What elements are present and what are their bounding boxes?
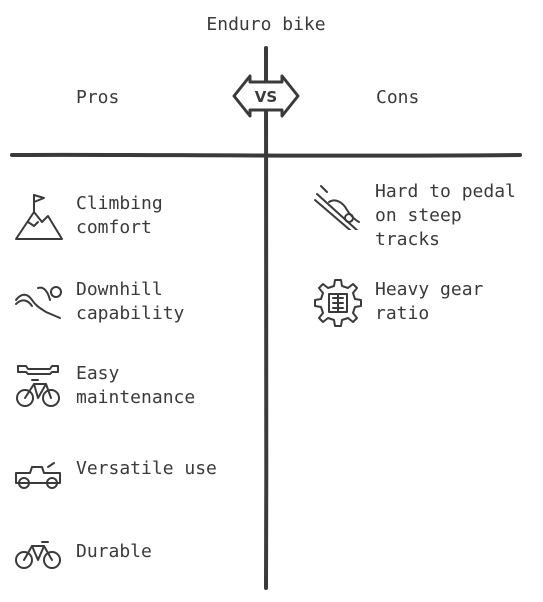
cons-item-heavy-gear: Heavy gear ratio (313, 278, 483, 328)
mountain-flag-icon (14, 192, 64, 242)
cons-item-label: ratio (375, 303, 430, 324)
atv-icon (14, 457, 64, 507)
gear-icon (313, 278, 363, 328)
pros-item-climbing: Climbing comfort (14, 192, 163, 242)
pros-item-label: Climbing (76, 193, 163, 214)
pros-item-downhill: Downhill capability (14, 278, 184, 328)
vertical-divider (263, 46, 269, 590)
pros-item-label: Easy (76, 363, 120, 384)
pros-item-label: Versatile use (76, 458, 217, 479)
pros-item-maintenance: Easy maintenance (14, 362, 195, 412)
vs-badge: VS (232, 68, 300, 124)
cons-item-label: Hard to pedal (375, 181, 516, 202)
pros-heading: Pros (76, 87, 120, 108)
rider-on-slope-icon (313, 180, 363, 237)
cons-heading: Cons (376, 87, 420, 108)
vs-label: VS (255, 88, 277, 106)
pros-item-versatile: Versatile use (14, 457, 217, 507)
cons-item-label: tracks (375, 229, 441, 250)
wrench-bike-icon (14, 362, 64, 412)
cons-item-hard-to-pedal: Hard to pedal on steep tracks (313, 180, 516, 252)
cons-item-label: Heavy gear (375, 279, 484, 300)
pros-item-durable: Durable (14, 540, 152, 590)
cons-item-label: on steep (375, 205, 462, 226)
mountain-bike-icon (14, 540, 64, 590)
pros-item-label: Downhill (76, 279, 163, 300)
pros-item-label: comfort (76, 217, 152, 238)
pros-item-label: Durable (76, 541, 152, 562)
diagram-title: Enduro bike (206, 14, 326, 35)
horizontal-divider (10, 152, 522, 158)
pros-item-label: capability (76, 303, 185, 324)
downhill-rider-icon (14, 278, 64, 328)
pros-item-label: maintenance (76, 387, 196, 408)
